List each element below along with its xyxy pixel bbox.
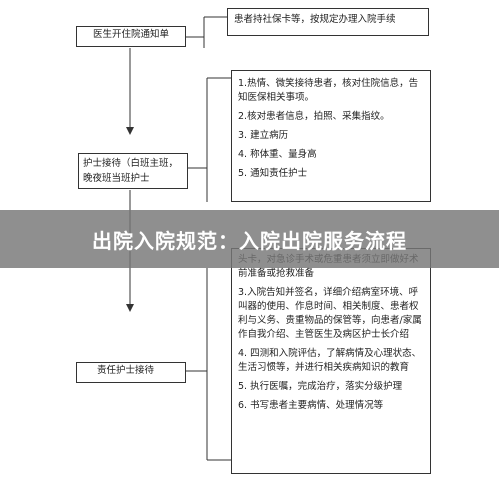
node-nurse-reception-label: 护士接待（白班主班，晚夜班当班护士 — [83, 158, 179, 184]
node-primary-nurse: 责任护士接待 — [76, 362, 186, 383]
step-care-item: 6. 书写患者主要病情、处理情况等 — [238, 400, 384, 411]
step-primary-care-list: 头卡，对急诊手术或危重患者须立即做好术前准备或抢救准备 3.入院告知并签名，详细… — [231, 248, 431, 474]
banner-title: 出院入院规范：入院出院服务流程 — [92, 228, 407, 253]
step-reception-item: 5. 通知责任护士 — [238, 168, 308, 179]
step-reception-item: 2.核对患者信息，拍照、采集指纹。 — [238, 111, 390, 122]
step-reception-item: 4. 称体重、量身高 — [238, 149, 317, 160]
step-register: 患者持社保卡等，按规定办理入院手续 — [227, 8, 429, 36]
node-primary-nurse-label: 责任护士接待 — [97, 365, 155, 376]
step-care-item: 4. 四测和入院评估，了解病情及心理状态、生活习惯等，并进行相关疾病知识的教育 — [238, 348, 422, 373]
step-care-item: 3.入院告知并签名，详细介绍病室环境、呼叫器的使用、作息时间、相关制度、患者权利… — [238, 287, 422, 340]
step-reception-item: 3. 建立病历 — [238, 130, 289, 141]
step-care-item: 5. 执行医嘱，完成治疗，落实分级护理 — [238, 381, 403, 392]
node-admission-notice-label: 医生开住院通知单 — [92, 29, 169, 40]
step-reception-list: 1.热情、微笑接待患者，核对住院信息，告知医保相关事项。 2.核对患者信息，拍照… — [231, 70, 431, 202]
title-banner: 出院入院规范：入院出院服务流程 — [0, 210, 499, 268]
step-register-text: 患者持社保卡等，按规定办理入院手续 — [234, 14, 396, 25]
step-reception-item: 1.热情、微笑接待患者，核对住院信息，告知医保相关事项。 — [238, 78, 419, 103]
node-nurse-reception: 护士接待（白班主班，晚夜班当班护士 — [78, 153, 188, 189]
node-admission-notice: 医生开住院通知单 — [76, 26, 186, 47]
